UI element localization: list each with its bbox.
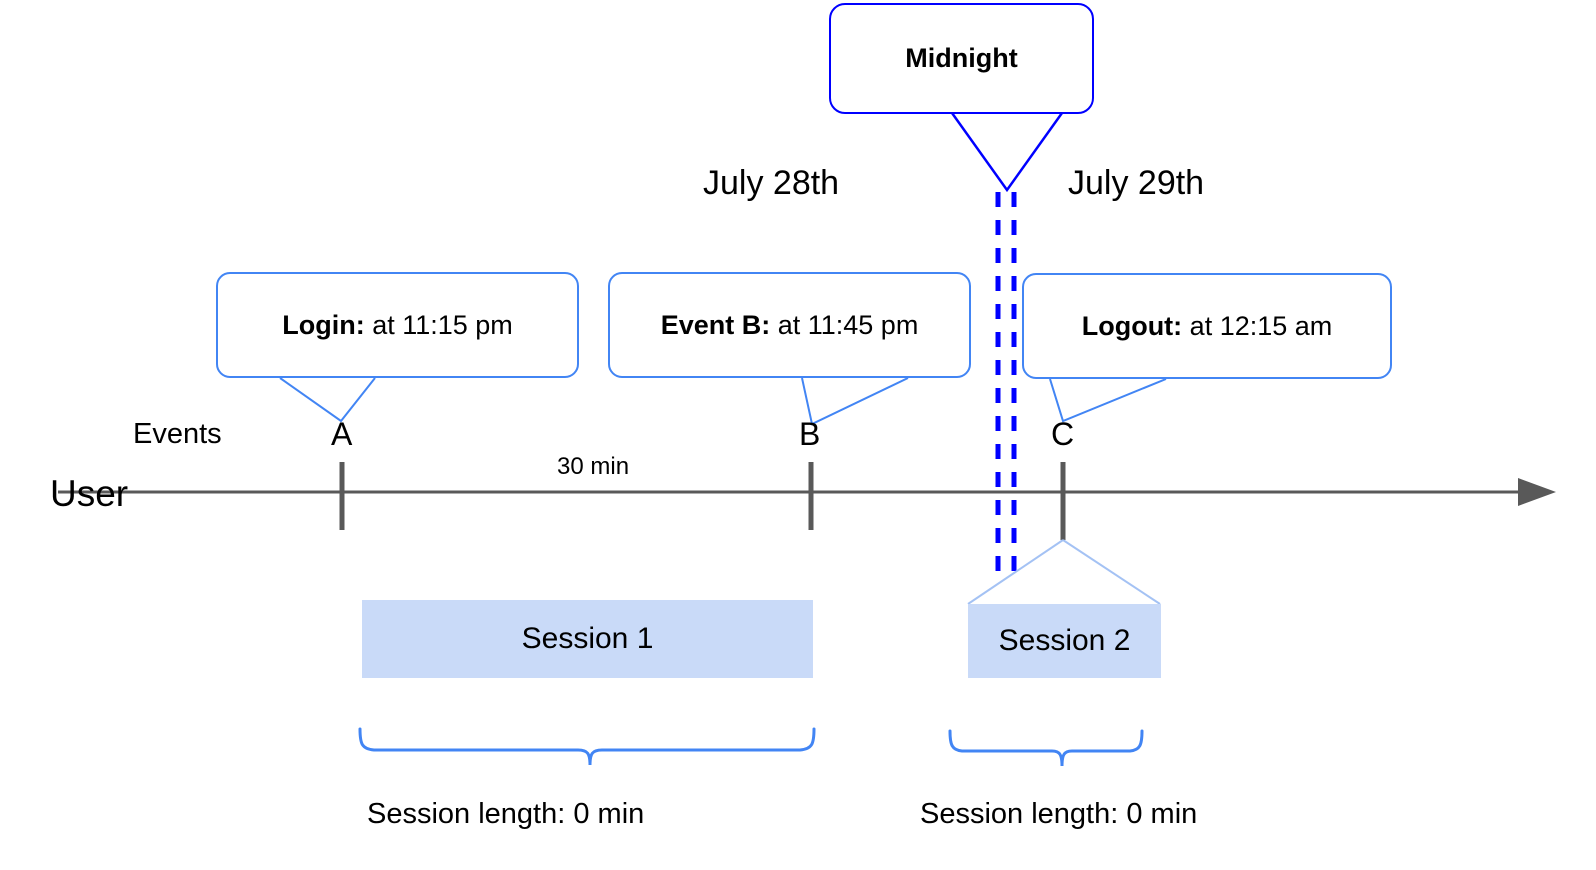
point-label-a: A [331, 416, 353, 452]
point-label-c: C [1051, 416, 1075, 452]
session2-pointer-left [967, 539, 1064, 605]
midnight-callout-label: Midnight [905, 43, 1017, 74]
midnight-callout: Midnight [829, 3, 1094, 114]
eventb-callout-bold: Event B: [660, 309, 771, 340]
eventb-callout-rest: at 11:45 pm [770, 309, 919, 340]
midnight-callout-text: Midnight [905, 43, 1018, 73]
login-callout-label: Login: at 11:15 pm [282, 310, 513, 341]
session-1-length-label: Session length: 0 min [367, 798, 645, 830]
logout-callout-rest: at 12:15 am [1182, 310, 1333, 341]
login-callout-rest: at 11:15 pm [364, 309, 513, 340]
logout-callout-tail [1049, 378, 1167, 423]
eventb-callout: Event B: at 11:45 pm [608, 272, 971, 378]
login-callout-tail [279, 377, 376, 423]
user-row-label: User [50, 473, 129, 514]
session-2-length-label: Session length: 0 min [920, 798, 1198, 830]
session2-brace [948, 729, 1144, 767]
logout-callout-label: Logout: at 12:15 am [1082, 311, 1333, 342]
session-2-box: Session 2 [968, 604, 1161, 678]
duration-label-30min: 30 min [557, 453, 630, 480]
midnight-callout-tail [950, 112, 1064, 193]
point-label-b: B [799, 416, 821, 452]
logout-callout-bold: Logout: [1081, 310, 1183, 341]
date-label-july-29: July 29th [1068, 164, 1205, 202]
session-1-box: Session 1 [362, 600, 813, 678]
session-1-label: Session 1 [521, 622, 654, 655]
date-label-july-28: July 28th [703, 164, 840, 202]
logout-callout: Logout: at 12:15 am [1022, 273, 1392, 379]
events-row-label: Events [133, 418, 222, 450]
timeline-arrow-head [1518, 478, 1556, 506]
login-callout-bold: Login: [282, 309, 365, 340]
eventb-callout-label: Event B: at 11:45 pm [661, 310, 919, 341]
session-2-label: Session 2 [998, 624, 1131, 657]
login-callout: Login: at 11:15 pm [216, 272, 579, 378]
session2-pointer-right [1062, 539, 1161, 605]
session1-brace [358, 727, 816, 766]
